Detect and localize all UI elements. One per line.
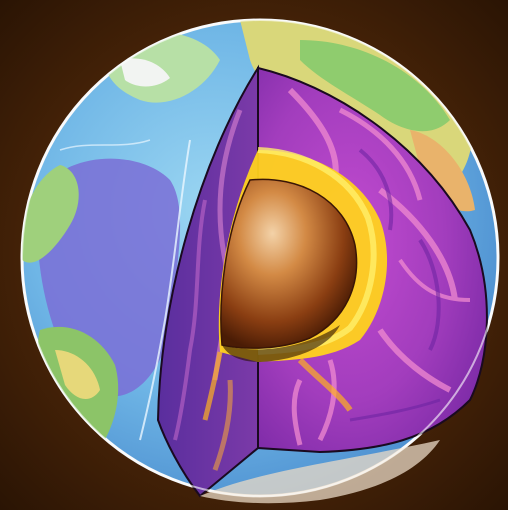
- globe-rim: [21, 19, 499, 497]
- cutaway-base-shadow: [200, 440, 440, 504]
- inner-core: [220, 178, 358, 362]
